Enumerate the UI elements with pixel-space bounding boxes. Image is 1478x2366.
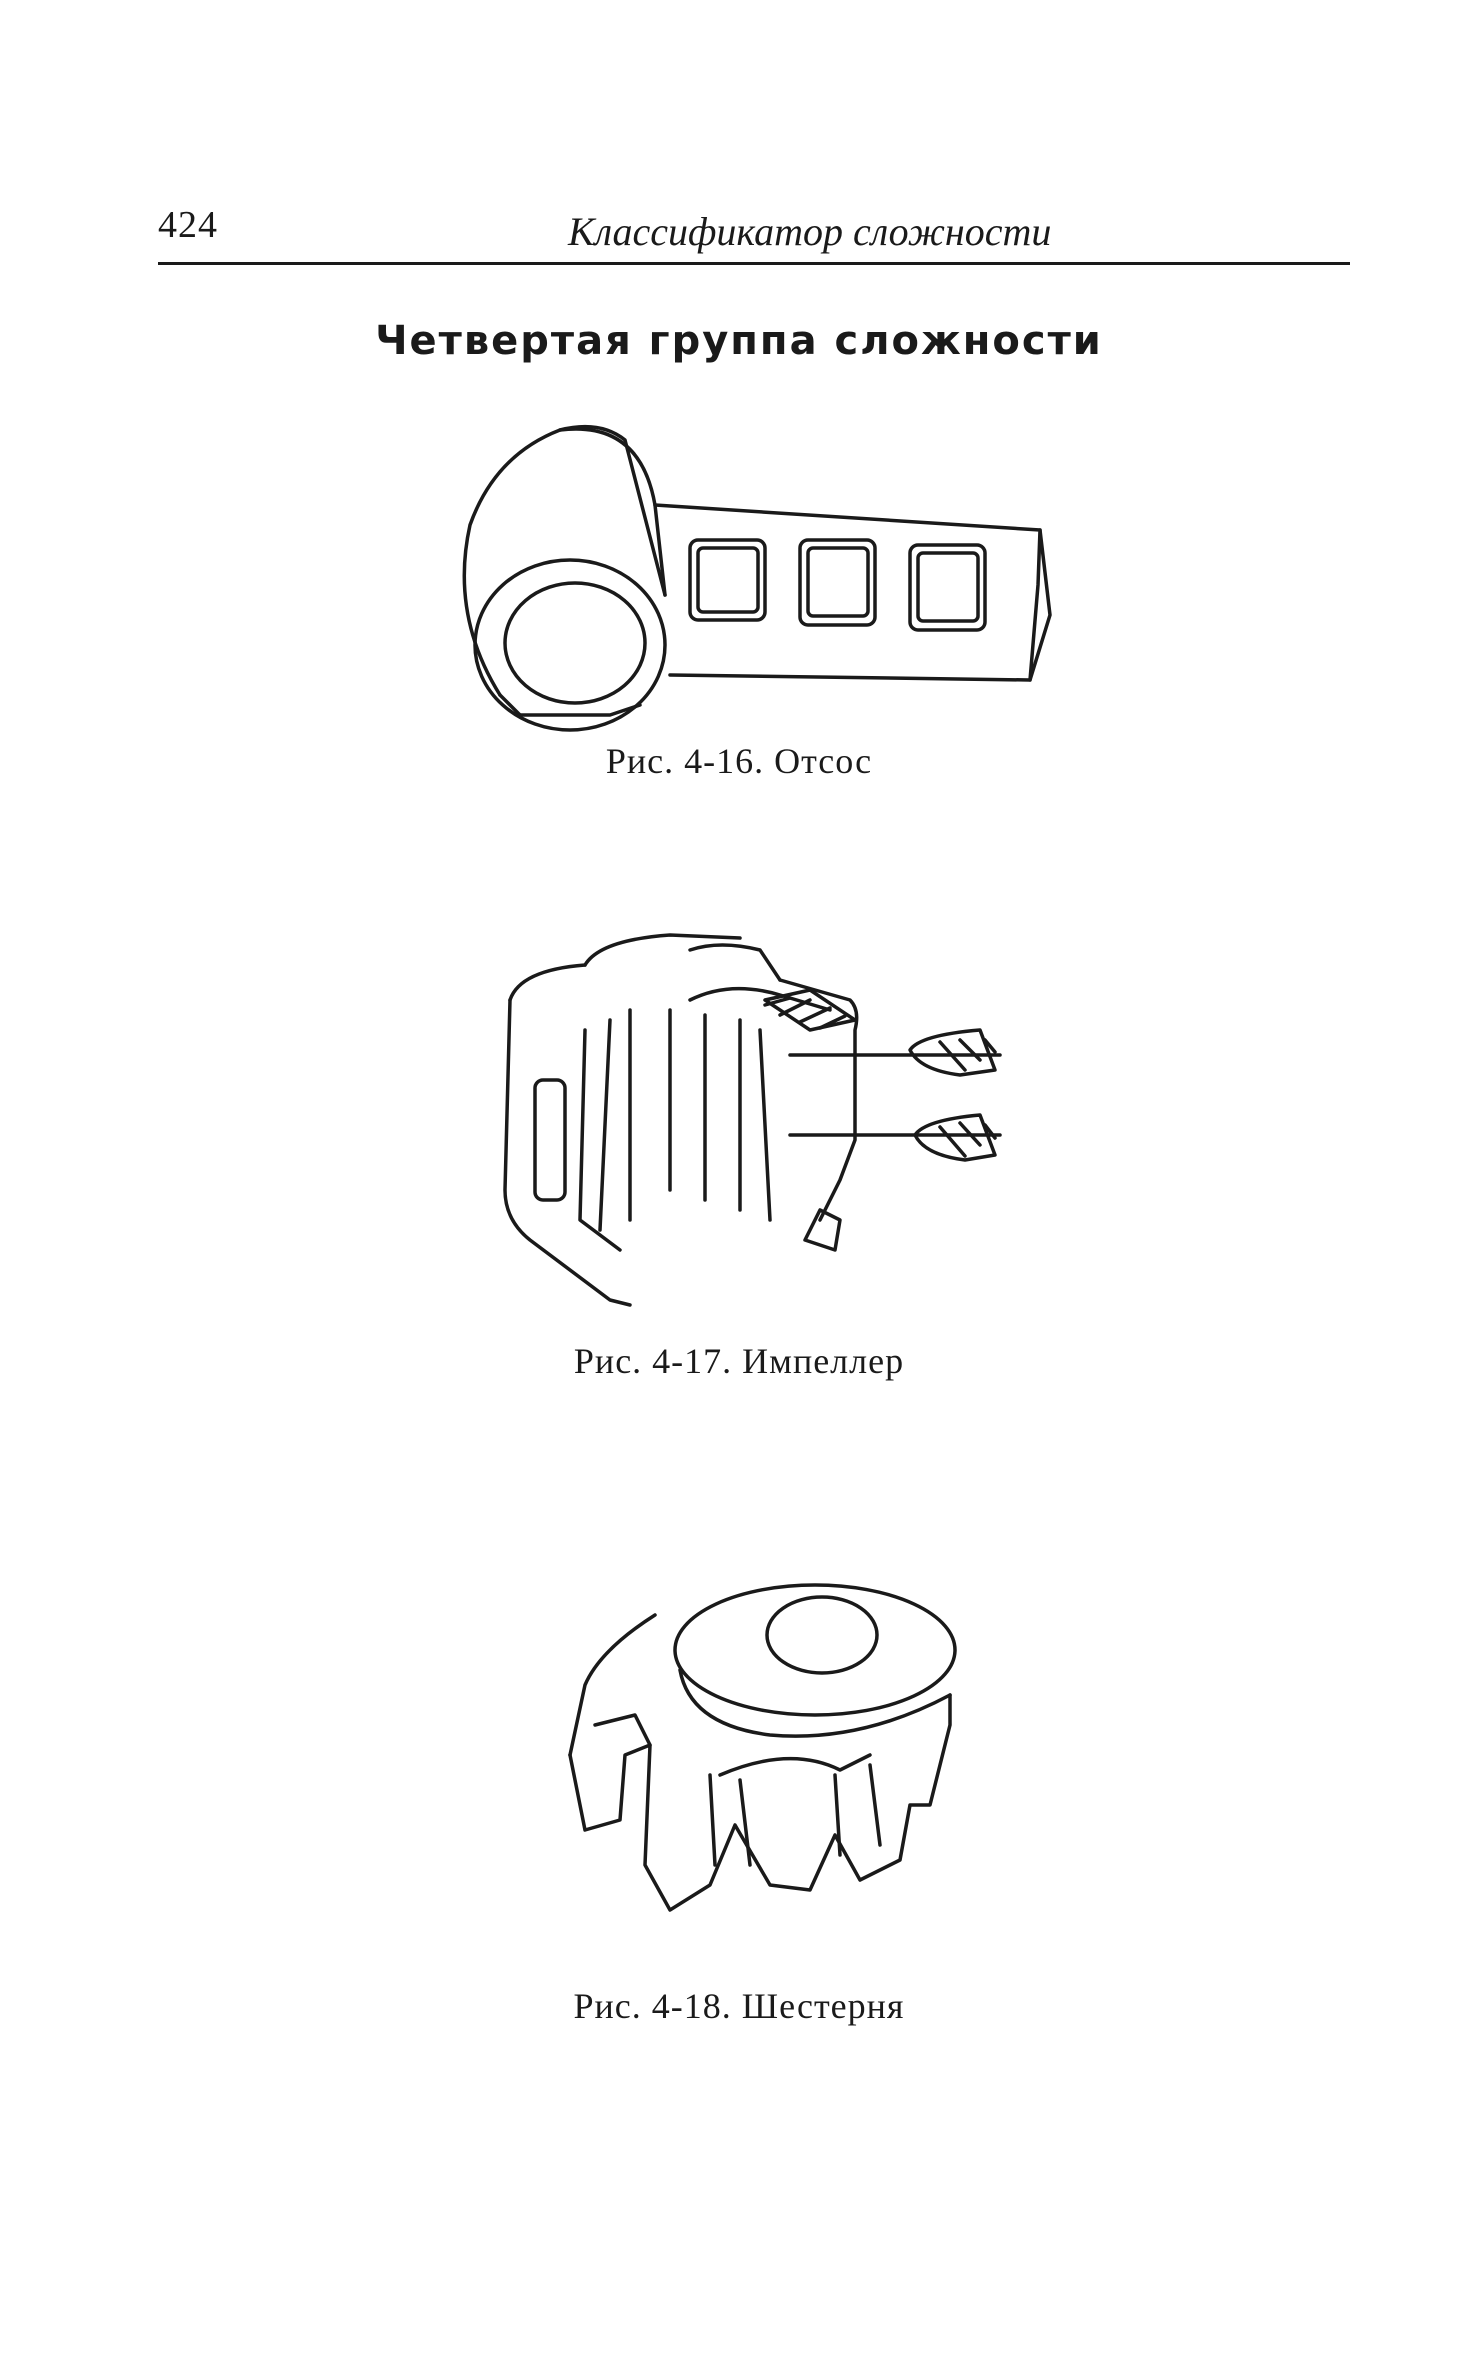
header-rule [158, 262, 1350, 265]
figure-4-17-caption: Рис. 4-17. Импеллер [573, 1341, 905, 1381]
figure-4-18-caption: Рис. 4-18. Шестерня [573, 1986, 905, 2026]
section-heading: Четвертая группа сложности [375, 318, 1103, 364]
figure-4-16-drawing [440, 415, 1060, 735]
figure-4-17-drawing [490, 920, 1010, 1320]
running-title: Классификатор сложности [568, 209, 1052, 254]
figure-4-18-drawing [540, 1575, 960, 1935]
figure-4-16-caption: Рис. 4-16. Отсос [605, 741, 873, 781]
page-number: 424 [158, 204, 218, 246]
